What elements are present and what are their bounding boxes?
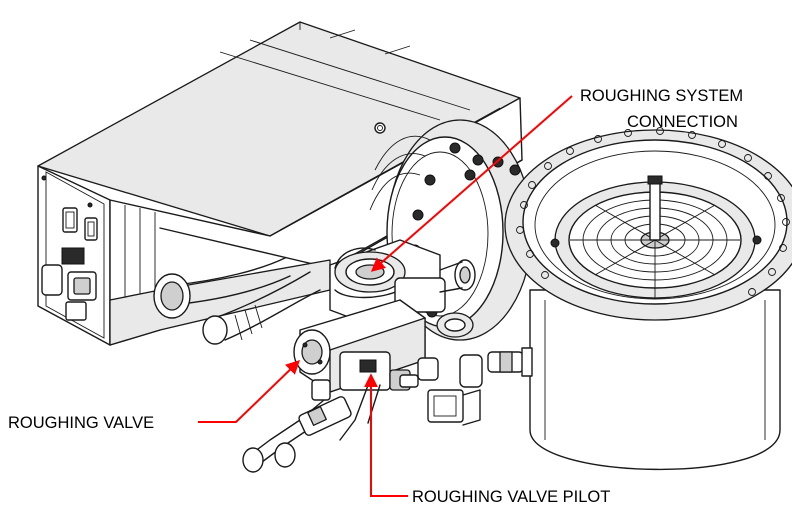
label-roughing-system-connection-line1: ROUGHING SYSTEM: [580, 87, 743, 105]
leader-roughing-system-connection: [370, 95, 573, 272]
label-roughing-valve-pilot: ROUGHING VALVE PILOT: [412, 488, 610, 506]
leader-lines: [198, 95, 573, 497]
label-roughing-valve: ROUGHING VALVE: [8, 414, 154, 432]
pump-body: [504, 127, 792, 471]
label-roughing-system-connection-line2: CONNECTION: [627, 113, 738, 131]
roughing-valve: [293, 299, 533, 426]
leader-roughing-valve-pilot: [364, 373, 408, 497]
callout-labels: ROUGHING SYSTEM CONNECTION ROUGHING VALV…: [8, 87, 743, 506]
pilot-tubing: [242, 379, 381, 473]
cables: [153, 257, 321, 345]
flange-bolt-holes: [516, 127, 790, 296]
leader-roughing-valve: [198, 360, 301, 423]
